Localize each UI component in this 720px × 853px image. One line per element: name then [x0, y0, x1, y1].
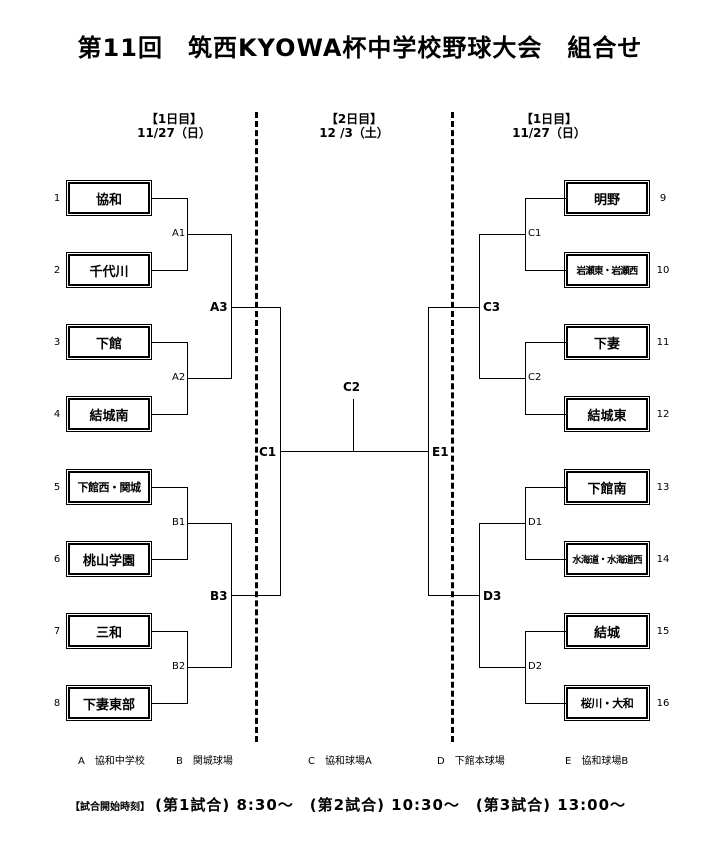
start-times-label: 【試合開始時刻】 [70, 802, 150, 813]
bracket-line [525, 703, 566, 704]
team-box: 協和 [66, 180, 152, 216]
team-box: 下妻 [564, 324, 650, 360]
match-label: A1 [172, 228, 186, 239]
team-box: 下館 [66, 324, 152, 360]
team-box: 下館南 [564, 469, 650, 505]
match-label: A3 [210, 300, 228, 314]
bracket-line [353, 399, 354, 452]
seed-number: 4 [53, 409, 61, 420]
start-times-text: (第1試合) 8:30～ (第2試合) 10:30～ (第3試合) 13:00～ [155, 796, 627, 814]
seed-number: 12 [656, 409, 670, 420]
match-label: B3 [210, 589, 228, 603]
venue-legend-d: D 下館本球場 [437, 756, 505, 767]
bracket-line [152, 631, 188, 632]
bracket-line [525, 270, 566, 271]
team-box: 下妻東部 [66, 685, 152, 721]
match-label: D2 [528, 661, 543, 672]
day-label: 【1日目】 [520, 112, 578, 126]
bracket-line [525, 414, 566, 415]
seed-number: 7 [53, 626, 61, 637]
match-label: A2 [172, 372, 186, 383]
venue-legend-b: B 関城球場 [176, 756, 233, 767]
match-label: C2 [528, 372, 542, 383]
match-label: B2 [172, 661, 186, 672]
match-label: D3 [483, 589, 502, 603]
seed-number: 5 [53, 482, 61, 493]
seed-number: 9 [659, 193, 667, 204]
bracket-line [231, 234, 232, 379]
seed-number: 3 [53, 337, 61, 348]
bracket-line [479, 234, 480, 379]
bracket-line [525, 631, 566, 632]
seed-number: 11 [656, 337, 670, 348]
bracket-line [525, 487, 566, 488]
team-box: 岩瀬東・岩瀬西 [564, 252, 650, 288]
match-label: D1 [528, 517, 543, 528]
bracket-line [280, 451, 429, 452]
team-box: 桃山学園 [66, 541, 152, 577]
team-box: 下館西・関城 [66, 469, 152, 505]
venue-legend-c: C 協和球場A [308, 756, 372, 767]
bracket-line [525, 342, 566, 343]
team-box: 結城東 [564, 396, 650, 432]
bracket-line [152, 703, 188, 704]
bracket-line [152, 270, 188, 271]
day-header-left: 【1日目】 11/27（日） [114, 112, 234, 140]
day-label: 【2日目】 [325, 112, 383, 126]
bracket-line [187, 234, 232, 235]
bracket-line [152, 198, 188, 199]
team-box: 水海道・水海道西 [564, 541, 650, 577]
venue-legend-a: A 協和中学校 [78, 756, 145, 767]
bracket-line [525, 559, 566, 560]
bracket-line [152, 414, 188, 415]
bracket-line [479, 667, 526, 668]
separator-right [451, 112, 454, 742]
bracket-line [152, 342, 188, 343]
bracket-line [231, 307, 281, 308]
day-date: 12 /3（土） [319, 126, 389, 140]
bracket-line [231, 595, 281, 596]
page-title: 第11回 筑西KYOWA杯中学校野球大会 組合せ [77, 34, 643, 62]
team-box: 明野 [564, 180, 650, 216]
seed-number: 2 [53, 265, 61, 276]
bracket-line [479, 523, 526, 524]
bracket-line [152, 487, 188, 488]
seed-number: 13 [656, 482, 670, 493]
seed-number: 16 [656, 698, 670, 709]
match-label: C3 [483, 300, 501, 314]
seed-number: 14 [656, 554, 670, 565]
match-label: C1 [259, 445, 277, 459]
day-date: 11/27（日） [137, 126, 211, 140]
day-header-right: 【1日目】 11/27（日） [489, 112, 609, 140]
seed-number: 6 [53, 554, 61, 565]
separator-left [255, 112, 258, 742]
day-date: 11/27（日） [512, 126, 586, 140]
bracket-line [187, 523, 232, 524]
final-match-label: C2 [343, 380, 361, 394]
seed-number: 15 [656, 626, 670, 637]
bracket-line [428, 307, 480, 308]
team-box: 結城南 [66, 396, 152, 432]
team-box: 桜川・大和 [564, 685, 650, 721]
team-box: 千代川 [66, 252, 152, 288]
team-box: 結城 [564, 613, 650, 649]
match-label: E1 [432, 445, 449, 459]
venue-legend-e: E 協和球場B [565, 756, 629, 767]
bracket-line [479, 378, 526, 379]
bracket-line [525, 198, 566, 199]
start-times: 【試合開始時刻】 (第1試合) 8:30～ (第2試合) 10:30～ (第3試… [70, 794, 626, 815]
seed-number: 8 [53, 698, 61, 709]
bracket-line [428, 595, 480, 596]
bracket-line [187, 378, 232, 379]
bracket-line [152, 559, 188, 560]
seed-number: 1 [53, 193, 61, 204]
team-box: 三和 [66, 613, 152, 649]
day-header-center: 【2日目】 12 /3（土） [294, 112, 414, 140]
match-label: B1 [172, 517, 186, 528]
day-label: 【1日目】 [145, 112, 203, 126]
bracket-line [187, 667, 232, 668]
seed-number: 10 [656, 265, 670, 276]
match-label: C1 [528, 228, 542, 239]
bracket-line [479, 234, 526, 235]
